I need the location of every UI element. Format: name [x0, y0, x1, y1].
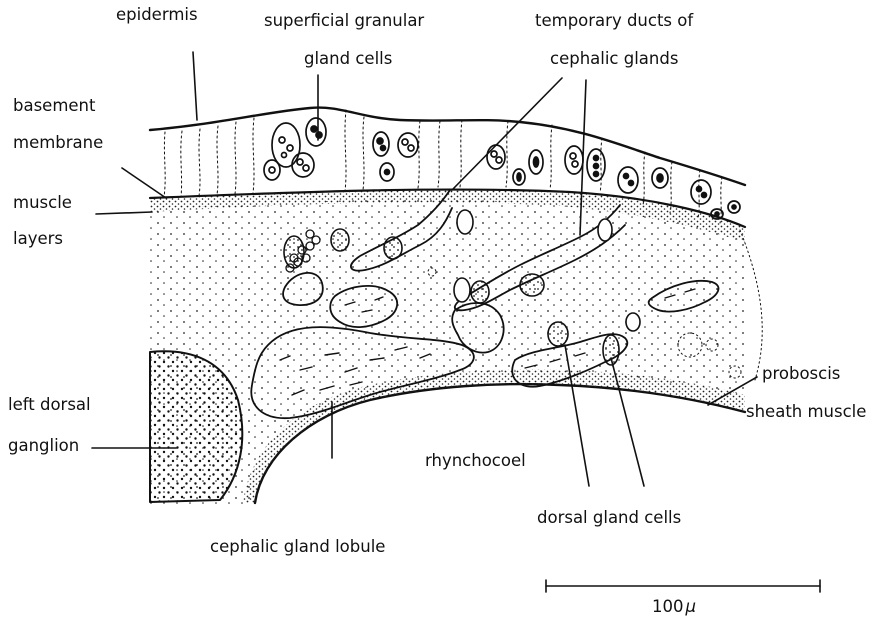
label-sheath-muscle: sheath muscle: [746, 402, 866, 422]
label-ganglion: ganglion: [8, 436, 79, 456]
label-rhynchocoel: rhynchocoel: [425, 451, 526, 471]
label-cephalic-gland-lobule: cephalic gland lobule: [210, 537, 385, 557]
scale-bar-value: 100: [652, 597, 684, 616]
label-proboscis: proboscis: [762, 364, 840, 384]
label-left-dorsal: left dorsal: [8, 395, 91, 415]
label-epidermis: epidermis: [116, 5, 198, 25]
scale-bar-unit: μ: [686, 597, 697, 616]
label-temporary-ducts: temporary ducts of: [535, 11, 693, 31]
label-superficial-granular: superficial granular: [264, 11, 424, 31]
label-membrane: membrane: [13, 133, 103, 153]
label-layers: layers: [13, 229, 63, 249]
epidermis-surface: [150, 108, 745, 185]
label-cephalic-glands: cephalic glands: [550, 49, 678, 69]
scale-bar: [546, 580, 820, 592]
label-basement: basement: [13, 96, 95, 116]
label-gland-cells: gland cells: [304, 49, 392, 69]
label-dorsal-gland-cells: dorsal gland cells: [537, 508, 681, 528]
label-muscle: muscle: [13, 193, 72, 213]
